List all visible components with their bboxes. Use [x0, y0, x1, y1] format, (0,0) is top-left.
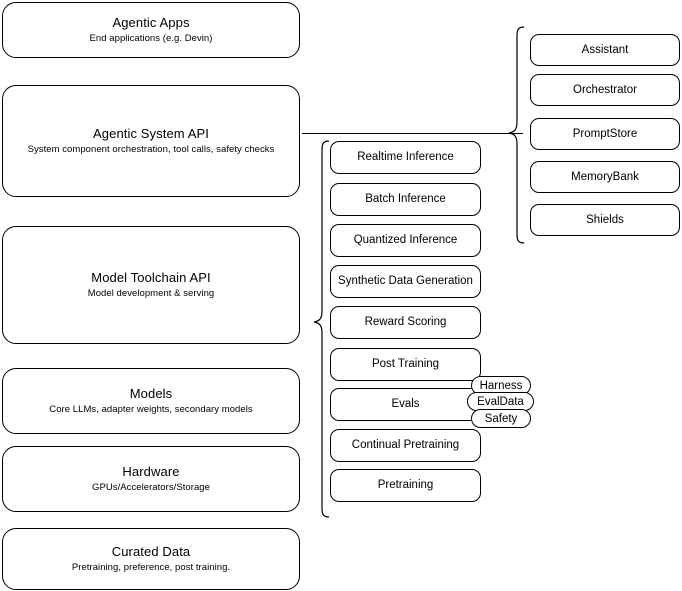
layer-box-hardware[interactable]: Hardware GPUs/Accelerators/Storage — [2, 446, 300, 512]
toolchain-box-continual-pretraining[interactable]: Continual Pretraining — [330, 429, 481, 462]
toolchain-title: Continual Pretraining — [351, 439, 460, 451]
layer-title: Curated Data — [111, 544, 191, 559]
layer-title: Models — [129, 386, 173, 401]
toolchain-box-synthetic-data-generation[interactable]: Synthetic Data Generation — [330, 265, 481, 298]
toolchain-box-evals[interactable]: Evals — [330, 388, 481, 421]
toolchain-box-reward-scoring[interactable]: Reward Scoring — [330, 306, 481, 339]
toolchain-box-realtime-inference[interactable]: Realtime Inference — [330, 141, 481, 174]
connector-line-system-api-to-components — [302, 133, 523, 134]
layer-subtitle: End applications (e.g. Devin) — [89, 33, 213, 44]
toolchain-title: Post Training — [371, 358, 440, 370]
toolchain-title: Synthetic Data Generation — [338, 275, 473, 287]
layer-title: Model Toolchain API — [91, 270, 211, 285]
component-title: PromptStore — [572, 127, 638, 140]
component-box-shields[interactable]: Shields — [530, 204, 680, 236]
toolchain-box-post-training[interactable]: Post Training — [330, 348, 481, 381]
layer-box-models[interactable]: Models Core LLMs, adapter weights, secon… — [2, 368, 300, 434]
toolchain-title: Realtime Inference — [357, 151, 454, 163]
layer-box-agentic-apps[interactable]: Agentic Apps End applications (e.g. Devi… — [2, 2, 300, 58]
layer-subtitle: Core LLMs, adapter weights, secondary mo… — [49, 404, 253, 415]
toolchain-title: Evals — [391, 398, 420, 410]
evals-pill-evaldata[interactable]: EvalData — [467, 392, 534, 411]
component-title: Shields — [586, 213, 624, 226]
toolchain-title: Pretraining — [377, 479, 434, 491]
toolchain-title: Batch Inference — [365, 193, 446, 205]
component-box-orchestrator[interactable]: Orchestrator — [530, 74, 680, 106]
component-title: Assistant — [581, 43, 629, 56]
toolchain-box-batch-inference[interactable]: Batch Inference — [330, 183, 481, 216]
layer-subtitle: Model development & serving — [87, 288, 215, 299]
evals-pill-label: Harness — [479, 379, 523, 392]
evals-pill-label: Safety — [484, 412, 518, 425]
brace-right-components — [508, 26, 525, 244]
component-box-promptstore[interactable]: PromptStore — [530, 118, 680, 150]
toolchain-title: Reward Scoring — [364, 316, 447, 328]
layer-subtitle: Pretraining, preference, post training. — [71, 562, 231, 573]
layer-subtitle: GPUs/Accelerators/Storage — [92, 482, 210, 493]
evals-pill-label: EvalData — [477, 395, 524, 408]
layer-box-agentic-system-api[interactable]: Agentic System API System component orch… — [2, 85, 300, 197]
brace-middle-toolchain — [313, 140, 330, 518]
toolchain-title: Quantized Inference — [353, 234, 458, 246]
component-title: MemoryBank — [571, 170, 639, 183]
component-box-memorybank[interactable]: MemoryBank — [530, 161, 680, 193]
layer-title: Agentic Apps — [112, 15, 190, 30]
layer-box-curated-data[interactable]: Curated Data Pretraining, preference, po… — [2, 528, 300, 590]
component-title: Orchestrator — [573, 83, 637, 96]
layer-title: Hardware — [122, 464, 180, 479]
layer-title: Agentic System API — [93, 126, 209, 141]
evals-pill-safety[interactable]: Safety — [471, 409, 531, 428]
toolchain-box-pretraining[interactable]: Pretraining — [330, 469, 481, 502]
layer-box-model-toolchain-api[interactable]: Model Toolchain API Model development & … — [2, 226, 300, 344]
toolchain-box-quantized-inference[interactable]: Quantized Inference — [330, 224, 481, 257]
layer-subtitle: System component orchestration, tool cal… — [27, 144, 275, 155]
component-box-assistant[interactable]: Assistant — [530, 34, 680, 66]
